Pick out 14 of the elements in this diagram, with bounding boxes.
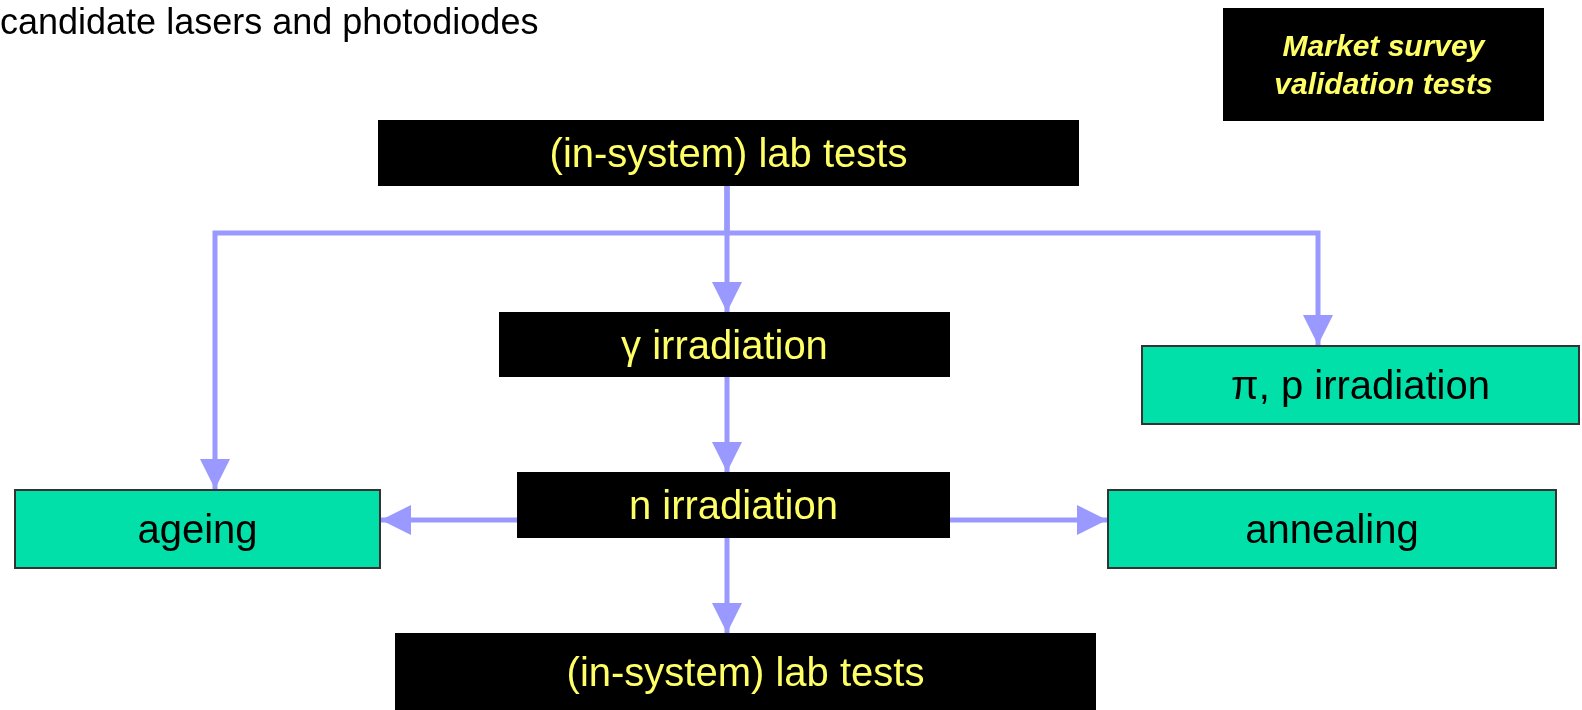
arrow <box>950 505 1107 535</box>
process-box: π, p irradiation <box>1141 345 1580 425</box>
process-box: (in-system) lab tests <box>378 120 1079 186</box>
note-box: Market survey validation tests <box>1223 8 1544 121</box>
process-box: γ irradiation <box>499 312 950 377</box>
process-box: (in-system) lab tests <box>395 633 1096 710</box>
process-box: ageing <box>14 489 381 569</box>
heading-text: candidate lasers and photodiodes <box>0 0 539 44</box>
process-box: annealing <box>1107 489 1557 569</box>
arrow <box>381 505 517 535</box>
arrow <box>712 377 742 472</box>
arrow <box>724 186 1333 345</box>
process-box: n irradiation <box>517 472 950 538</box>
arrow <box>712 538 742 633</box>
